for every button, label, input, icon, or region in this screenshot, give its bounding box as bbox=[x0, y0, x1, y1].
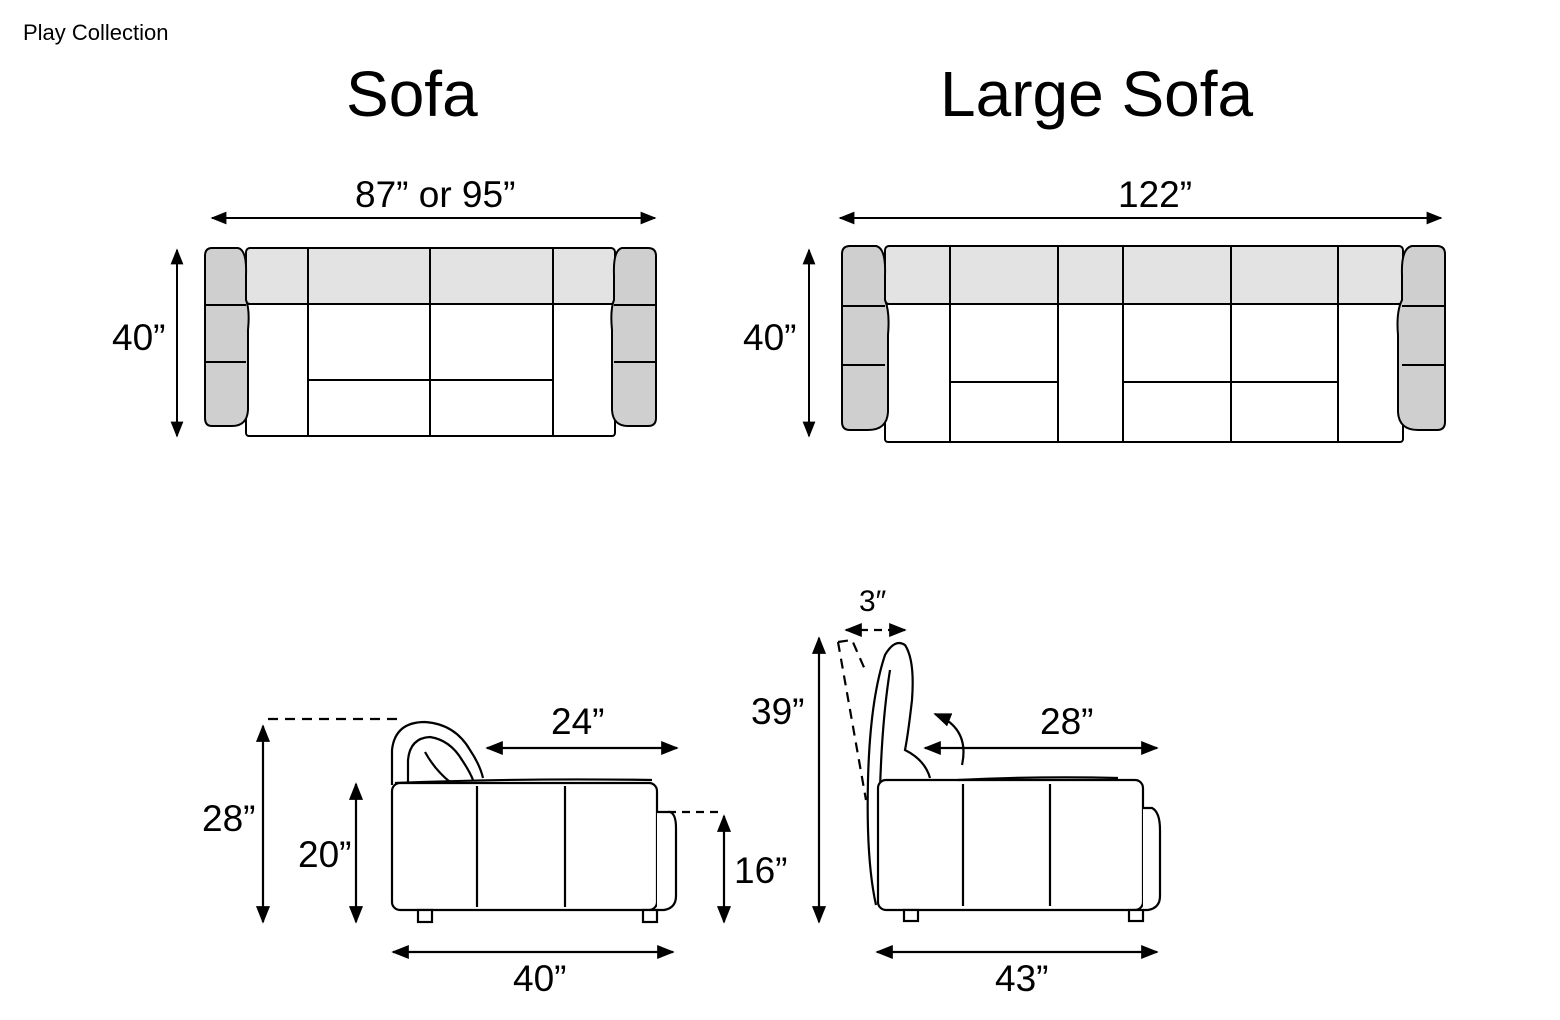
large-side-arm bbox=[1143, 806, 1162, 912]
large-recline-curve bbox=[933, 712, 965, 766]
large-right-arm bbox=[1396, 245, 1446, 431]
large-side-seat bbox=[876, 778, 1145, 912]
sofa-side-back bbox=[390, 720, 485, 785]
sofa-side-seat bbox=[390, 781, 659, 912]
large-side-seat-depth-label: 28” bbox=[1040, 701, 1093, 742]
sofa-side-depth-label: 40” bbox=[513, 958, 566, 999]
large-sofa-title: Large Sofa bbox=[940, 58, 1254, 130]
sofa-title: Sofa bbox=[346, 58, 478, 130]
large-back-cushion bbox=[884, 245, 1404, 305]
sofa-top-width-label: 87” or 95” bbox=[355, 174, 515, 215]
sofa-top-depth-label: 40” bbox=[112, 317, 165, 358]
sofa-top-view bbox=[170, 211, 657, 438]
sofa-side-arm bbox=[657, 810, 678, 912]
sofa-side-seat-depth-label: 24” bbox=[551, 701, 604, 742]
sofa-side-seat-height-label: 20” bbox=[298, 834, 351, 875]
large-left-arm bbox=[841, 245, 890, 431]
large-sofa-side-view bbox=[811, 622, 1162, 960]
large-side-recline-label: 3″ bbox=[859, 585, 887, 618]
large-sofa-top-view bbox=[802, 211, 1446, 443]
sofa-side-arm-height-label: 16” bbox=[734, 850, 787, 891]
sofa-right-arm bbox=[610, 247, 657, 428]
large-seat bbox=[884, 303, 1404, 443]
large-top-width-label: 122” bbox=[1118, 174, 1192, 215]
sofa-side-view bbox=[255, 717, 732, 960]
large-top-depth-label: 40” bbox=[743, 317, 796, 358]
large-recline-outline bbox=[836, 638, 868, 801]
sofa-side-height-label: 28” bbox=[202, 798, 255, 839]
collection-label: Play Collection bbox=[23, 20, 169, 45]
large-side-depth-label: 43” bbox=[995, 958, 1048, 999]
large-side-height-label: 39” bbox=[751, 691, 804, 732]
sofa-left-arm bbox=[204, 247, 250, 428]
